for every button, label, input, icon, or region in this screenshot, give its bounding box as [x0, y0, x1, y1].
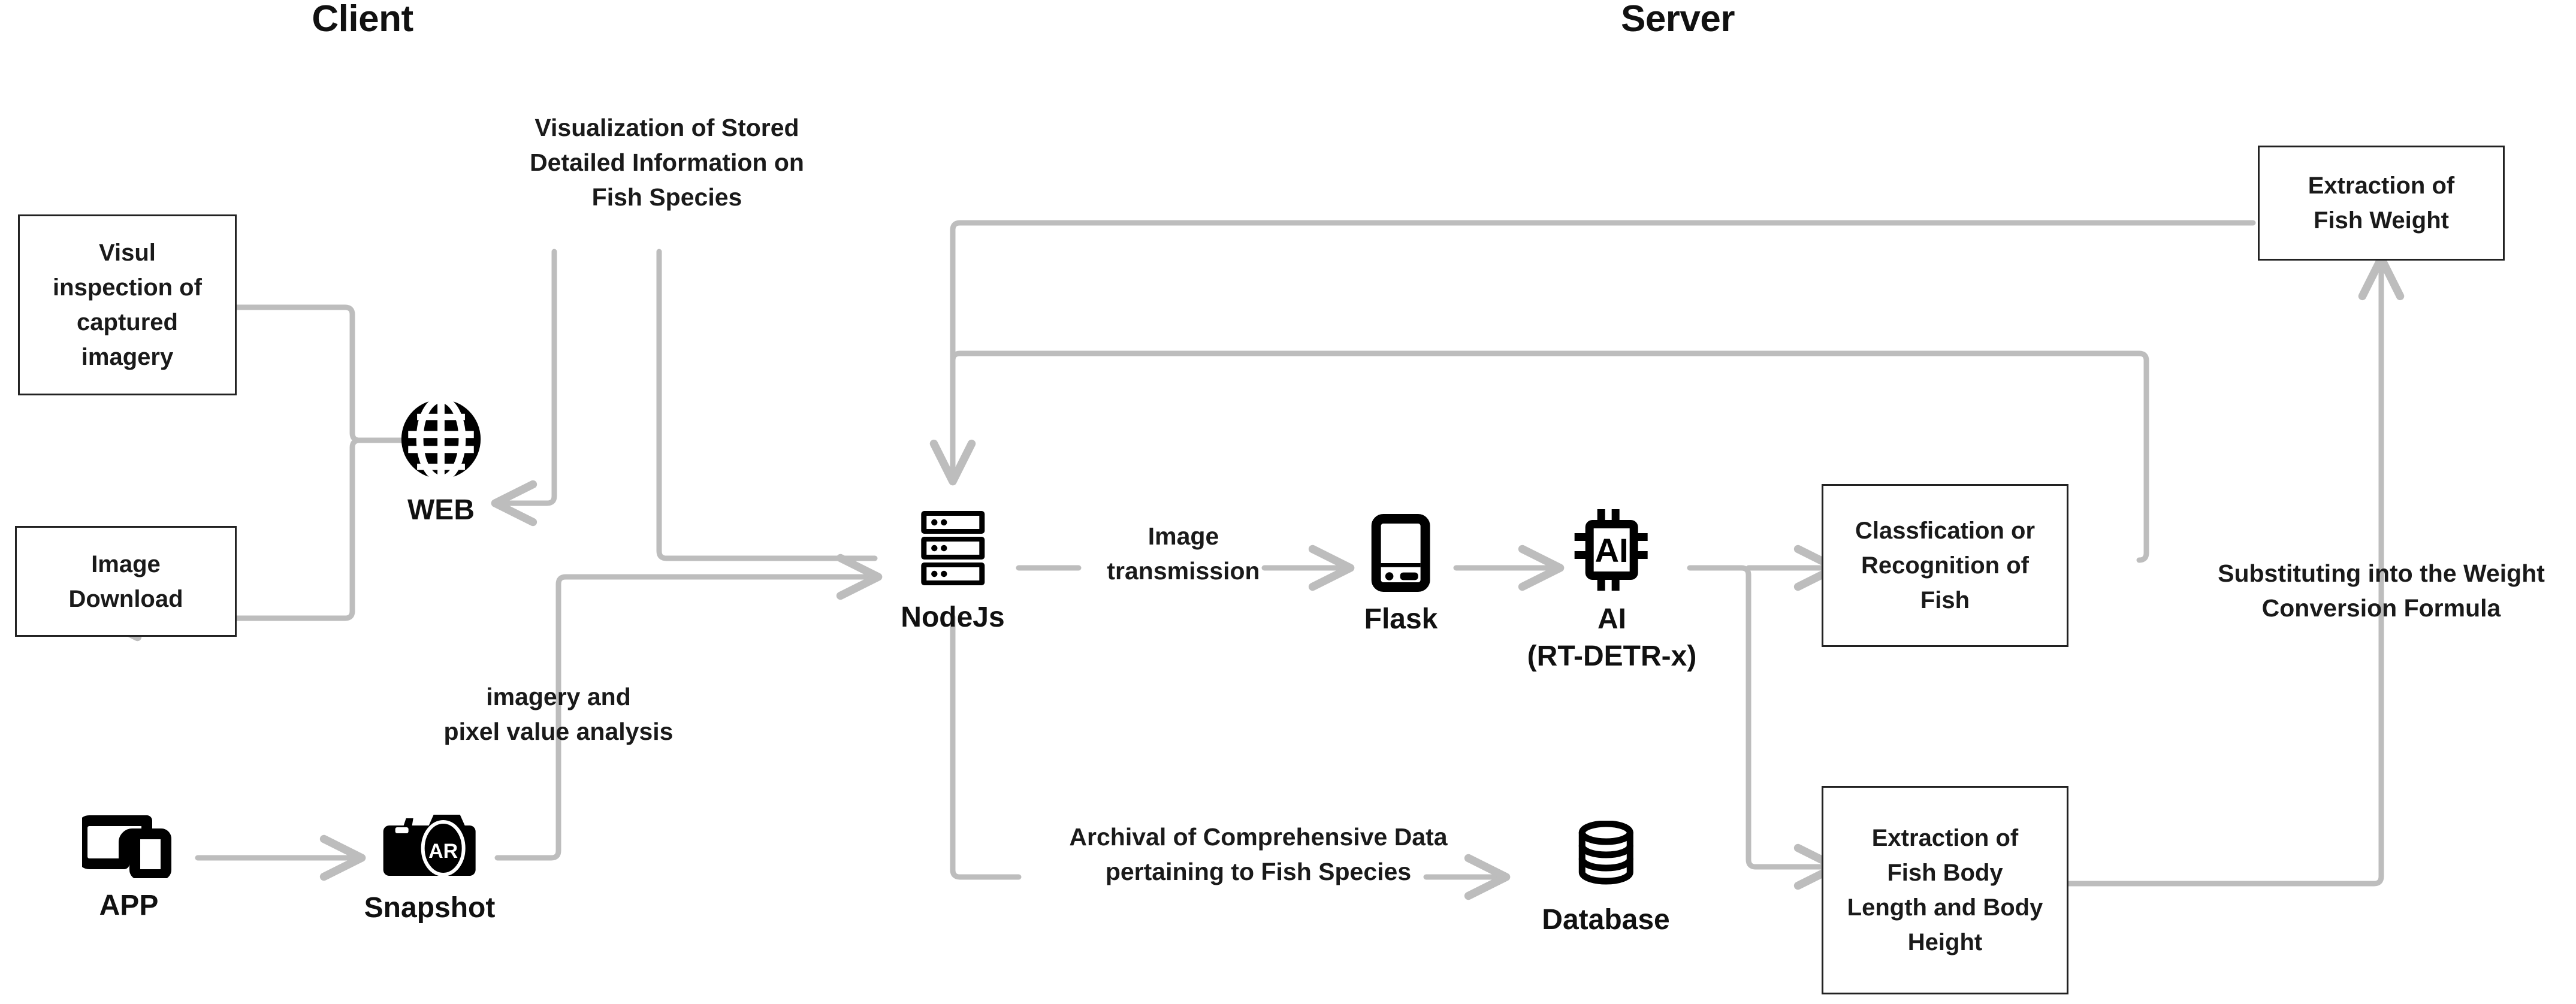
devices-icon — [77, 814, 176, 881]
node-snapshot[interactable]: AR Snapshot — [364, 808, 496, 927]
node-database-caption: Database — [1542, 904, 1670, 936]
box-classification-recognition[interactable]: Classfication or Recognition of Fish — [1822, 484, 2068, 647]
svg-text:AR: AR — [428, 840, 458, 863]
edge-visualization-to-web — [491, 249, 557, 527]
server-rack-icon — [917, 506, 988, 593]
server-tower-icon — [1372, 514, 1430, 595]
node-web[interactable]: WEB — [397, 395, 485, 529]
ai-chip-icon: AI — [1572, 508, 1651, 595]
label-image-transmission: Image transmission — [1107, 522, 1260, 585]
section-title-server: Server — [1620, 0, 1735, 40]
label-archival-comprehensive-data: Archival of Comprehensive Data pertainin… — [1069, 823, 1448, 886]
node-flask-caption: Flask — [1364, 603, 1438, 635]
label-substituting-weight-formula: Substituting into the Weight Conversion … — [2218, 560, 2545, 622]
node-nodejs[interactable]: NodeJs — [901, 506, 1005, 636]
edge-body-to-rail — [2040, 719, 2384, 887]
database-cylinder-icon — [1575, 820, 1636, 896]
edge-ai-to-body-extraction — [1687, 565, 1840, 890]
camera-ar-icon: AR — [381, 808, 478, 884]
node-flask[interactable]: Flask — [1364, 514, 1438, 638]
edge-fish-weight-to-nodejs — [929, 220, 2256, 486]
node-snapshot-caption: Snapshot — [364, 892, 496, 924]
box-image-download[interactable]: Image Download — [15, 526, 237, 637]
node-database[interactable]: Database — [1542, 820, 1670, 939]
node-web-caption: WEB — [407, 494, 475, 526]
svg-text:AI: AI — [1595, 531, 1629, 569]
node-app[interactable]: APP — [77, 814, 176, 924]
node-ai-caption: AI (RT-DETR-x) — [1527, 603, 1697, 673]
edge-visualization-to-nodejs-feed — [656, 249, 878, 561]
box-visual-inspection[interactable]: Visul inspection of captured imagery — [18, 214, 237, 395]
label-visualization-stored-info: Visualization of Stored Detailed Informa… — [530, 114, 804, 211]
node-app-caption: APP — [99, 890, 159, 921]
box-extraction-fish-weight[interactable]: Extraction of Fish Weight — [2258, 146, 2505, 261]
node-ai[interactable]: AI AI (RT-DETR-x) — [1527, 508, 1697, 676]
node-nodejs-caption: NodeJs — [901, 601, 1005, 633]
label-imagery-pixel-analysis: imagery and pixel value analysis — [443, 683, 674, 746]
section-title-client: Client — [312, 0, 413, 40]
box-extraction-body-length-height[interactable]: Extraction of Fish Body Length and Body … — [1822, 786, 2068, 994]
globe-icon — [397, 395, 485, 486]
